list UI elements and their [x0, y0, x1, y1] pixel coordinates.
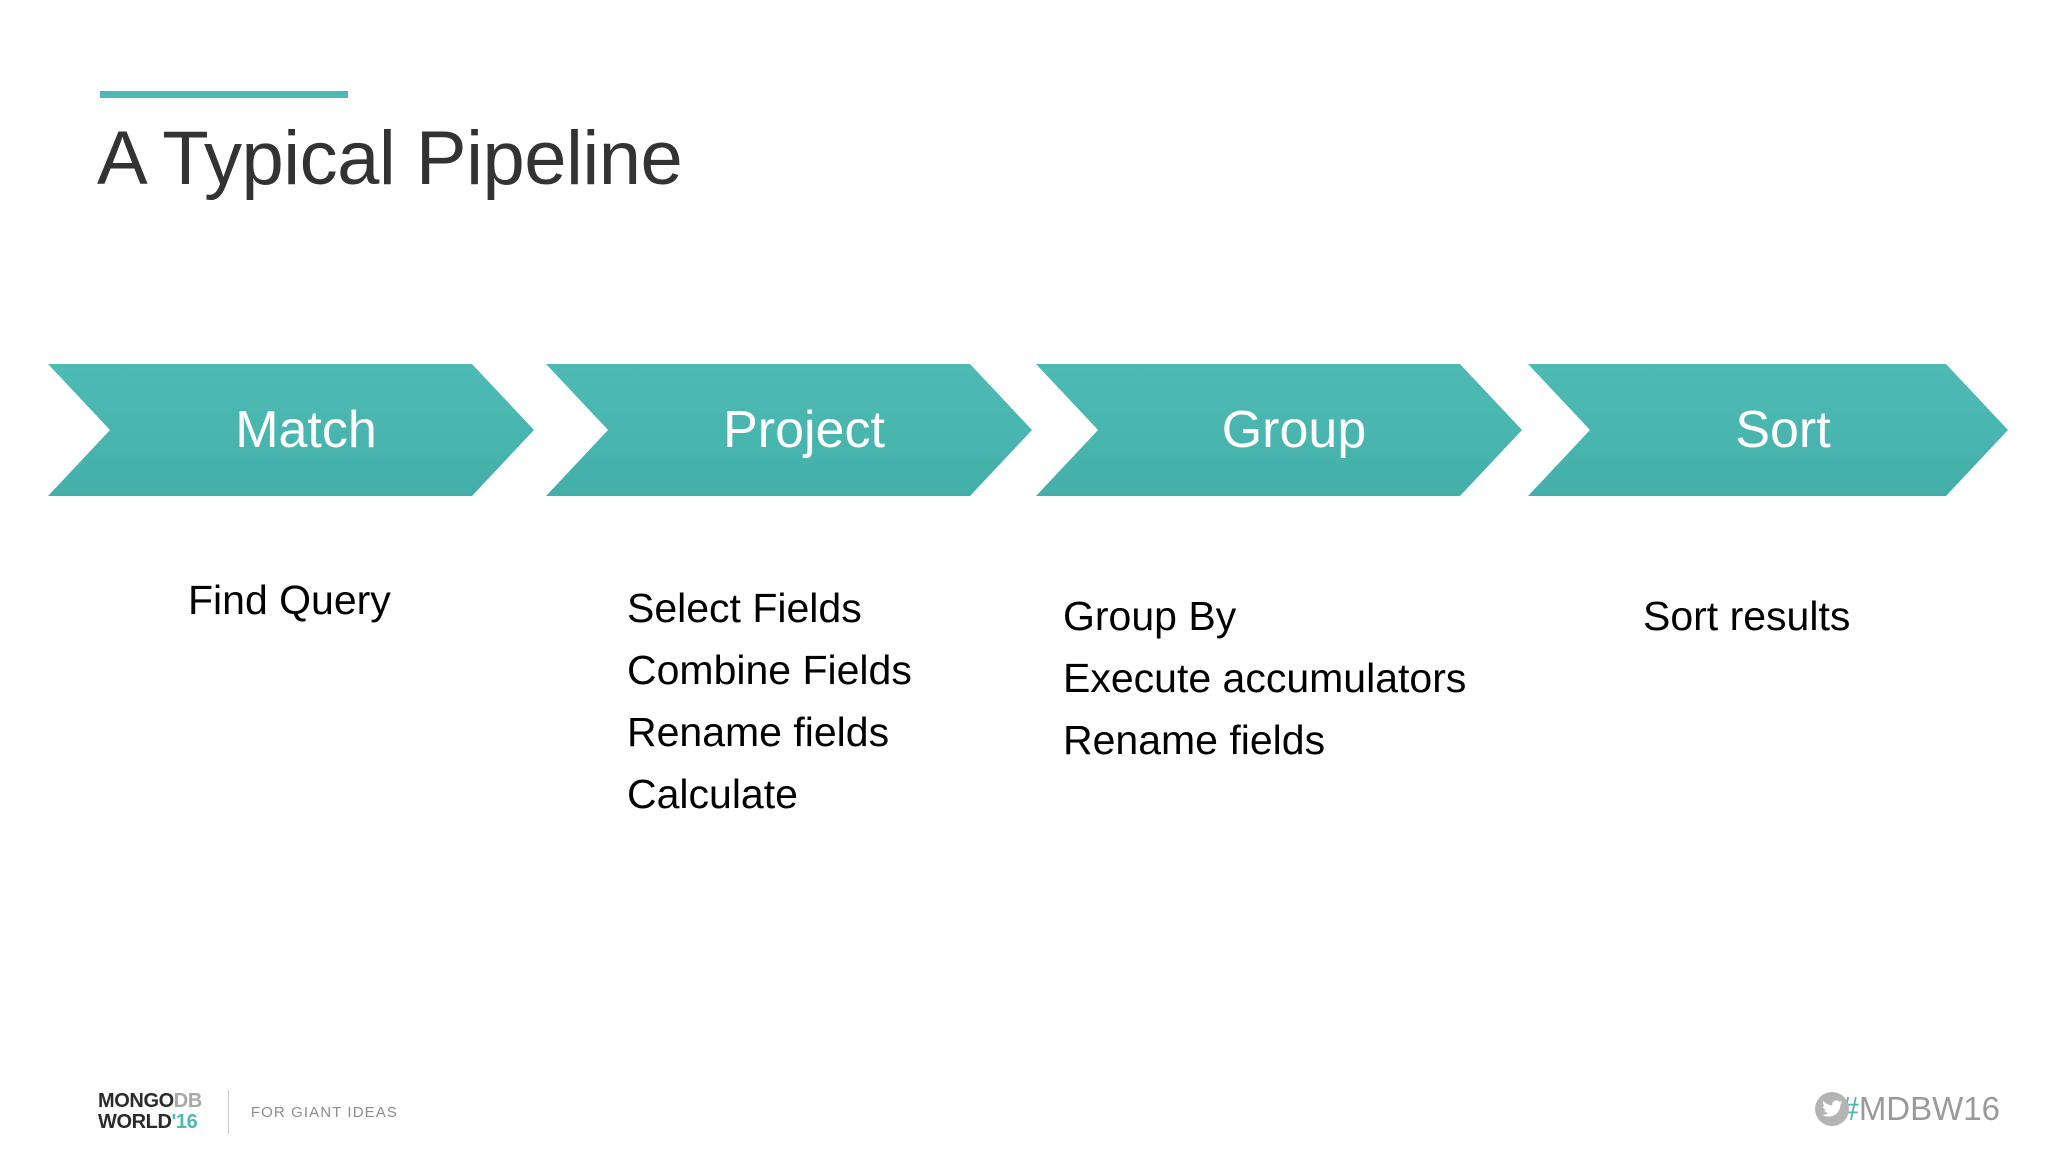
logo-db-text: DB	[173, 1090, 202, 1112]
description-line: Rename fields	[1063, 717, 1326, 763]
hashtag-value: MDBW16	[1858, 1090, 2000, 1127]
description-line: Execute accumulators	[1063, 655, 1467, 701]
logo-line-one: MONGODB	[98, 1091, 202, 1112]
pipeline-stage-label: Sort	[1735, 401, 1831, 459]
logo-mongo-text: MONGO	[98, 1090, 174, 1112]
stage-description-group: Group By Execute accumulators Rename fie…	[1063, 585, 1466, 771]
logo-line-two: WORLD'16	[98, 1112, 202, 1133]
logo-wordmark: MONGODB WORLD'16	[98, 1091, 202, 1133]
pipeline-stage-label: Project	[723, 401, 885, 459]
logo-year-text: '16	[171, 1111, 198, 1133]
description-line: Select Fields	[627, 585, 862, 631]
stage-description-match: Find Query	[188, 569, 391, 631]
pipeline-stage-group[interactable]: Group	[1036, 364, 1522, 496]
description-line: Rename fields	[627, 709, 890, 755]
description-line: Find Query	[188, 577, 391, 623]
logo-divider	[227, 1090, 229, 1134]
pipeline-stage-row: Match Project Group Sort	[0, 364, 2048, 496]
stage-description-project: Select Fields Combine Fields Rename fiel…	[627, 577, 912, 825]
stage-description-sort: Sort results	[1643, 585, 1850, 647]
pipeline-stage-sort[interactable]: Sort	[1528, 364, 2008, 496]
description-line: Sort results	[1643, 593, 1851, 639]
pipeline-stage-project[interactable]: Project	[546, 364, 1032, 496]
pipeline-stage-label: Match	[235, 401, 377, 459]
description-line: Group By	[1063, 593, 1237, 639]
description-line: Calculate	[627, 771, 798, 817]
twitter-bird-icon	[1815, 1092, 1850, 1126]
pipeline-stage-match[interactable]: Match	[48, 364, 534, 496]
logo-tagline: FOR GIANT IDEAS	[250, 1103, 398, 1121]
pipeline-stage-label: Group	[1221, 401, 1367, 459]
mongodb-world-logo: MONGODB WORLD'16 FOR GIANT IDEAS	[98, 1087, 398, 1137]
logo-world-text: WORLD	[98, 1111, 172, 1133]
title-accent-bar	[100, 91, 348, 98]
twitter-hashtag[interactable]: #MDBW16	[1815, 1088, 2000, 1130]
page-title: A Typical Pipeline	[97, 116, 683, 201]
description-line: Combine Fields	[627, 647, 912, 693]
hashtag-label: #MDBW16	[1840, 1092, 2000, 1126]
